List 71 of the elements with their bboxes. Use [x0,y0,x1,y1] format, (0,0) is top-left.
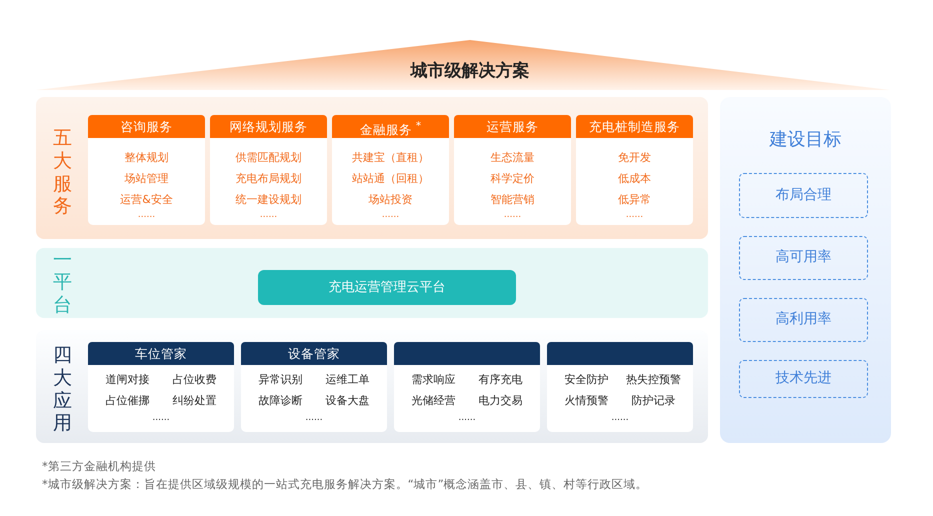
item-text: 道闸对接 [104,373,150,387]
goal-box: 高可用率 [739,236,868,280]
item-text: 设备大盘 [324,394,370,408]
section-label: 五大服务 [53,127,72,218]
item-text: 整体规划 [124,151,170,165]
footnote: *第三方金融机构提供 [42,459,156,474]
item-text: 有序充电 [478,373,524,387]
item-text: 智能营销 [490,193,536,207]
card-header: 金融服务 $^{*}$ [332,115,449,138]
card-header: 咨询服务 [88,115,205,138]
card-header: 车位管家 [88,342,234,365]
service-card [576,115,693,225]
service-card [454,115,571,225]
card-header: 充电桩制造服务 [576,115,693,138]
section-label: 四大应用 [53,344,72,436]
item-text: 场站管理 [124,172,170,186]
goal-box: 高利用率 [739,298,868,342]
item-text: 故障诊断 [258,394,304,408]
item-text: 运营&安全 [119,193,174,207]
item-text: 安全防护 [564,373,610,387]
ellipsis: ...... [380,209,400,222]
item-text: 异常识别 [258,373,304,387]
service-card [88,115,205,225]
section-label: 一平台 [53,248,72,317]
service-card [241,342,387,432]
service-card [332,115,449,225]
item-text: 充电布局规划 [234,172,302,186]
goal-box: 技术先进 [739,360,868,398]
card-header: 网络规划服务 [210,115,327,138]
section-band [36,248,708,318]
panel-heading: 建设目标 [768,128,842,151]
service-card [394,342,540,432]
card-header: 运营服务 [454,115,571,138]
section-band [36,97,708,239]
item-text: 占位收费 [172,373,218,387]
ellipsis: ...... [610,412,630,425]
service-card [88,342,234,432]
platform-box: 充电运营管理云平台 [258,270,516,305]
item-text: 供需匹配规划 [234,151,302,165]
goal-panel [720,97,891,443]
item-text: 低异常 [617,193,652,207]
ellipsis: ...... [457,412,477,425]
item-text: 场站投资 [368,193,414,207]
item-text: 电力交易 [478,394,524,408]
ellipsis: ...... [258,209,278,222]
card-header: 设备管家 [241,342,387,365]
service-card [210,115,327,225]
item-text: 需求响应 [410,373,456,387]
item-text: 光储经营 [410,394,456,408]
item-text: 统一建设规划 [234,193,302,207]
item-text: 低成本 [617,172,652,186]
ellipsis: ...... [136,209,156,222]
item-text: 占位催挪 [104,394,150,408]
goal-box: 布局合理 [739,173,868,218]
title: 城市级解决方案 [409,60,530,82]
item-text: 纠纷处置 [172,394,218,408]
ellipsis: ...... [502,209,522,222]
item-text: 生态流量 [490,151,536,165]
item-text: 站站通（回租） [351,172,430,186]
ellipsis: ...... [304,412,324,425]
item-text: 防护记录 [630,394,676,408]
item-text: 热失控预警 [625,373,682,387]
item-text: 科学定价 [490,172,536,186]
item-text: 共建宝（直租） [351,151,430,165]
service-card [547,342,693,432]
footnote: *城市级解决方案：旨在提供区域级规模的一站式充电服务解决方案。“城市”概念涵盖市、县、镇、村等行政区域。 [42,477,648,492]
ellipsis: ...... [624,209,644,222]
item-text: 运维工单 [324,373,370,387]
ellipsis: ...... [151,412,171,425]
item-text: 免开发 [617,151,652,165]
item-text: 火情预警 [564,394,610,408]
